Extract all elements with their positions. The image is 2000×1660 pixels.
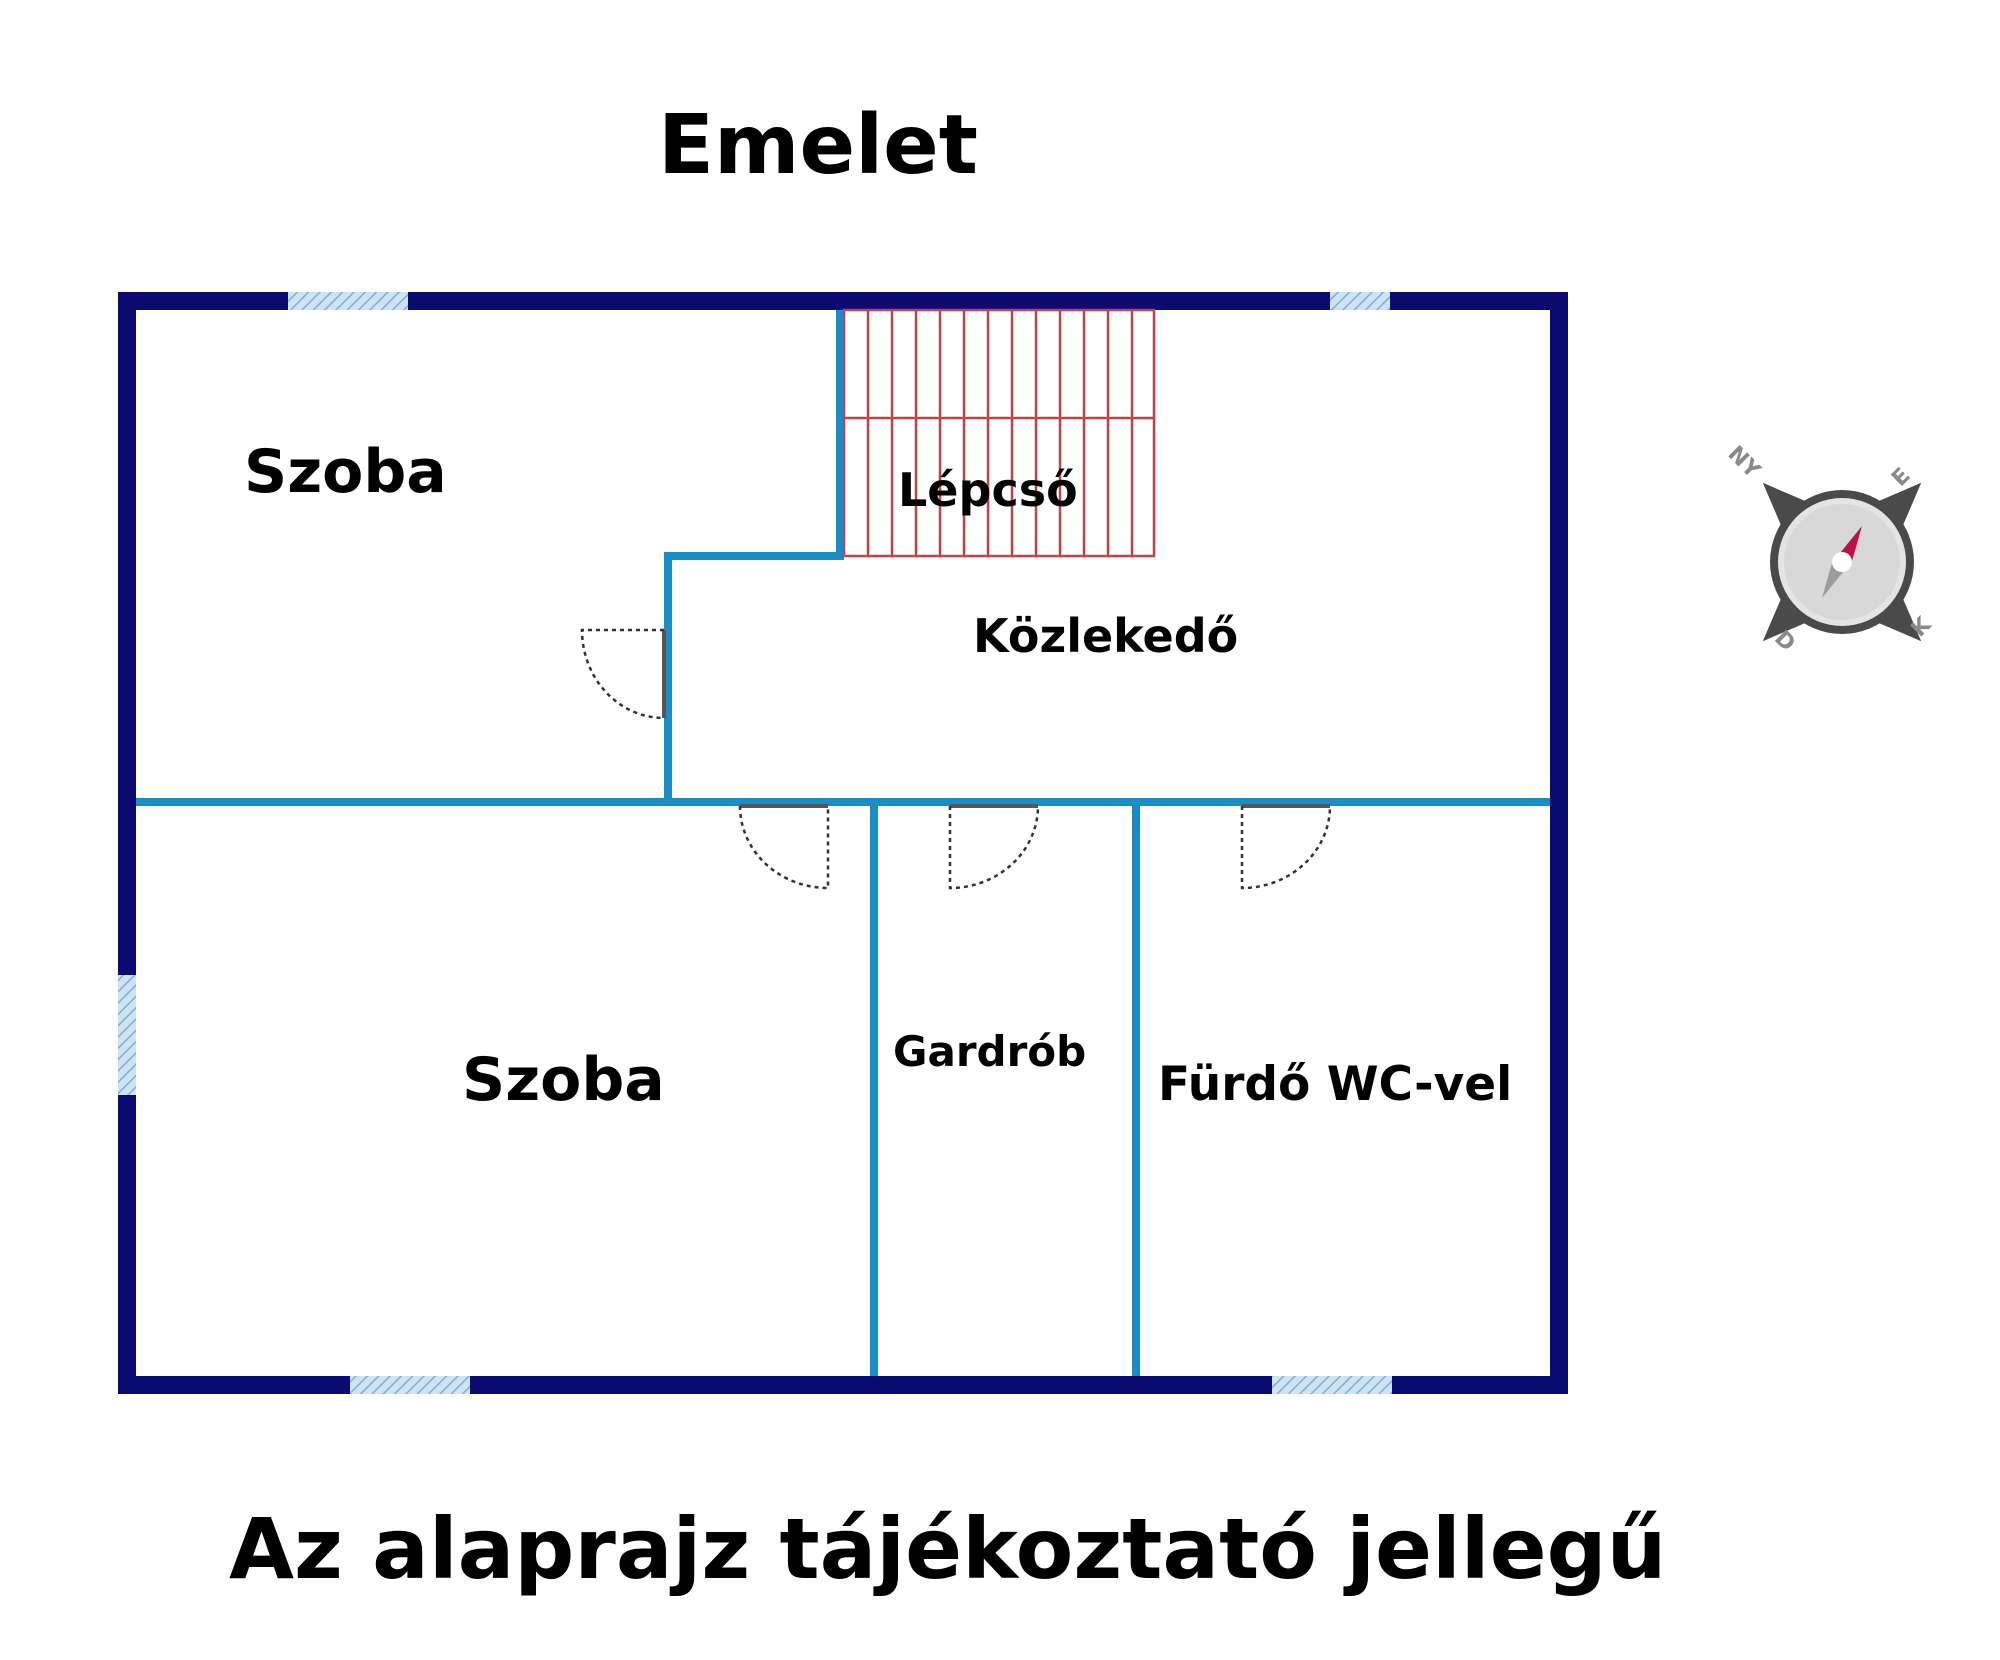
wall-caps: [1550, 292, 1568, 1394]
compass-icon: NY E D K: [1723, 441, 1937, 656]
room-label-lepcso: Lépcső: [898, 463, 1078, 517]
room-label-szoba-bottom: Szoba: [462, 1045, 665, 1115]
outer-walls: [118, 292, 1568, 1394]
disclaimer-text: Az alaprajz tájékoztató jellegű: [229, 1500, 1667, 1598]
room-label-furdo: Fürdő WC-vel: [1158, 1057, 1512, 1112]
door-szoba-bottom: [738, 804, 830, 890]
window-top-right: [1330, 292, 1390, 310]
windows: [118, 292, 1392, 1394]
staircase: [842, 308, 1156, 558]
door-gardrob: [948, 804, 1040, 890]
window-left: [118, 975, 136, 1095]
doors: [580, 628, 1332, 890]
compass-label-nw: NY: [1723, 441, 1766, 484]
room-label-szoba-top: Szoba: [244, 437, 447, 507]
floor-title: Emelet: [658, 98, 978, 193]
room-label-gardrob: Gardrób: [893, 1027, 1086, 1076]
window-bottom-left: [350, 1376, 470, 1394]
room-label-kozlekedo: Közlekedő: [973, 609, 1238, 663]
door-furdo: [1240, 804, 1332, 890]
window-top-left: [288, 292, 408, 310]
window-bottom-right: [1272, 1376, 1392, 1394]
compass-label-k: K: [1907, 612, 1937, 642]
interior-walls: [136, 310, 1550, 1376]
door-szoba-top: [580, 628, 666, 720]
